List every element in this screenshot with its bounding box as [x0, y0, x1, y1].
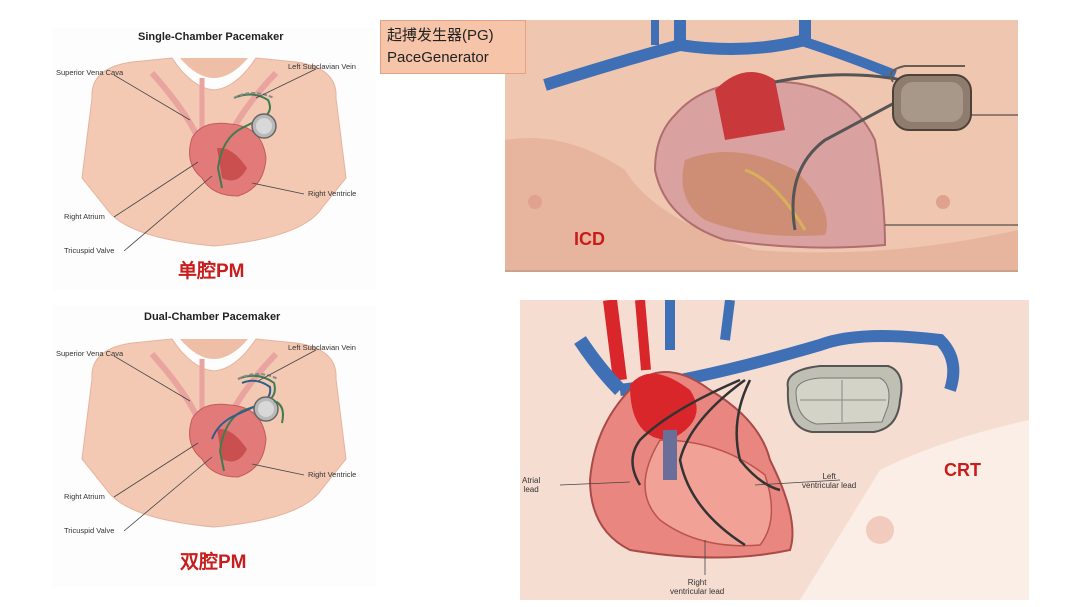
label-right-ventricular-lead: Right ventricular lead [670, 578, 725, 596]
single-chamber-panel: Single-Chamber Pacemaker Superior Vena C… [52, 28, 376, 290]
crt-illustration [520, 300, 1029, 600]
icd-panel: ICD [505, 20, 1018, 272]
dual-chamber-tag: 双腔PM [180, 552, 247, 573]
label-tricuspid-valve: Tricuspid Valve [64, 246, 115, 255]
crt-panel: Atrial lead Left ventricular lead Right … [520, 300, 1029, 600]
pulse-generator-label: 起搏发生器(PG) PaceGenerator [380, 20, 526, 74]
label-right-atrium: Right Atrium [64, 212, 105, 221]
label-atrial-lead: Atrial lead [522, 476, 541, 494]
single-chamber-illustration [81, 57, 347, 252]
dual-chamber-panel: Dual-Chamber Pacemaker Superior Vena Cav… [52, 305, 376, 587]
label-tricuspid-valve: Tricuspid Valve [64, 526, 115, 535]
single-chamber-tag: 单腔PM [178, 261, 245, 282]
label-superior-vena-cava: Superior Vena Cava [56, 349, 124, 358]
single-chamber-title: Single-Chamber Pacemaker [138, 31, 284, 43]
icd-tag: ICD [574, 229, 605, 249]
pg-label-english: PaceGenerator [387, 49, 489, 66]
label-left-ventricular-lead: Left ventricular lead [802, 472, 857, 490]
pg-label-chinese: 起搏发生器(PG) [387, 27, 494, 44]
dual-chamber-illustration [81, 338, 347, 532]
icd-illustration [505, 20, 1018, 270]
label-right-ventricle: Right Ventricle [308, 470, 357, 479]
label-superior-vena-cava: Superior Vena Cava [56, 68, 124, 77]
label-right-atrium: Right Atrium [64, 492, 105, 501]
label-left-subclavian-vein: Left Subclavian Vein [288, 62, 356, 71]
label-left-subclavian-vein: Left Subclavian Vein [288, 343, 356, 352]
dual-chamber-title: Dual-Chamber Pacemaker [144, 311, 281, 323]
label-right-ventricle: Right Ventricle [308, 189, 357, 198]
crt-tag: CRT [944, 460, 981, 480]
